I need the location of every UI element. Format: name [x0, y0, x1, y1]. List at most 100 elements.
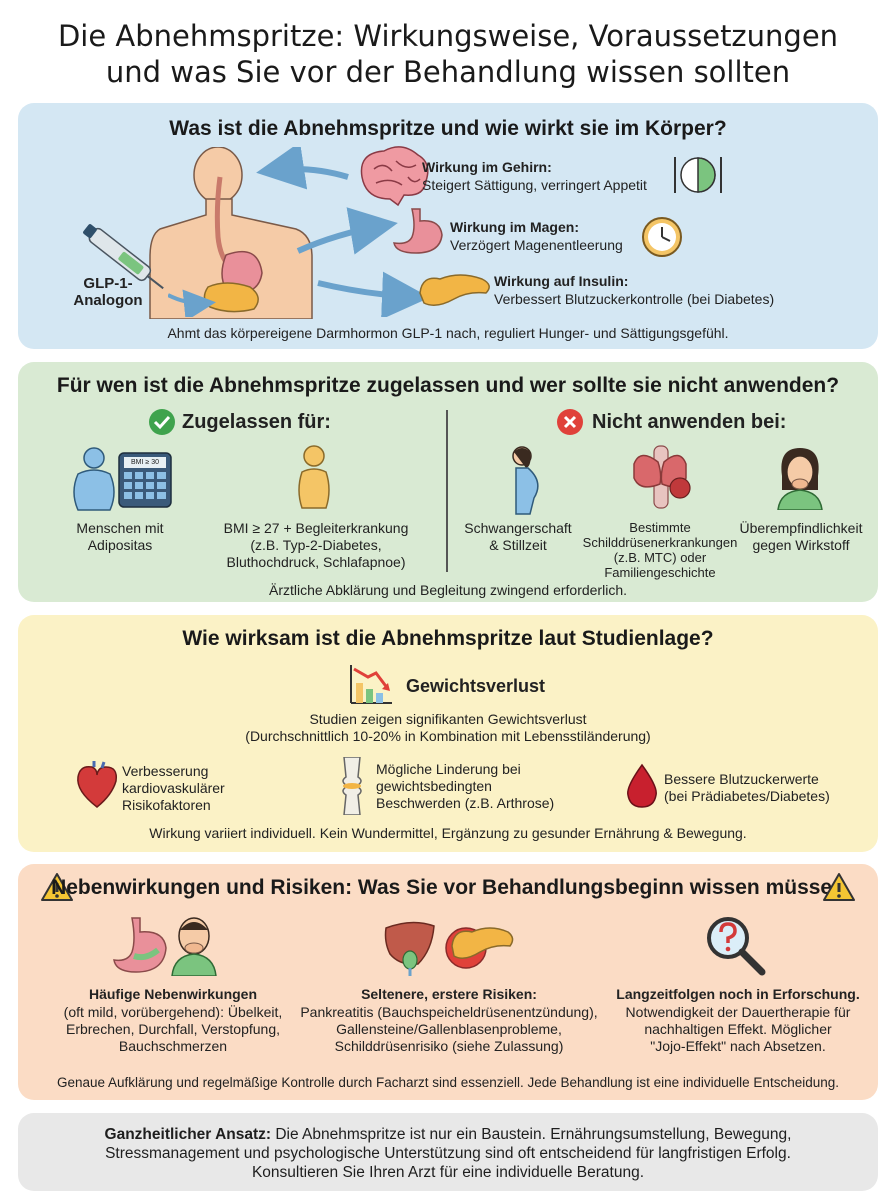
risk-common-title: Häufige Nebenwirkungen	[88, 986, 258, 1002]
bmi-screen: BMI ≥ 30	[131, 459, 159, 466]
risk-rare-title: Seltenere, erstere Risiken:	[361, 986, 537, 1002]
not-item-3-line-1: Überempfindlichkeit	[739, 520, 863, 536]
pen-label-line-1: GLP-1-	[83, 275, 133, 292]
risks-panel: Nebenwirkungen und Risiken: Was Sie vor …	[18, 864, 878, 1100]
pen-label-line-2: Analogon	[73, 292, 143, 309]
mechanism-panel: Was ist die Abnehmspritze und wie wirkt …	[18, 103, 878, 349]
not-item-1-line-1: Schwangerschaft	[464, 520, 572, 536]
benefit-1-line-3: Risikofaktoren	[122, 797, 211, 813]
not-item-3: Überempfindlichkeit gegen Wirkstoff	[736, 520, 866, 554]
risk-common-line-2: Erbrechen, Durchfall, Verstopfung,	[65, 1021, 280, 1037]
benefit-2-line-1: Mögliche Linderung bei	[376, 761, 521, 777]
risk-longterm-line-1: Notwendigkeit der Dauertherapie für	[625, 1004, 851, 1020]
column-divider	[446, 410, 448, 572]
efficacy-footer: Wirkung variiert individuell. Kein Wunde…	[149, 825, 747, 841]
insulin-title: Wirkung auf Insulin:	[494, 273, 629, 289]
holistic-line-2: Stressmanagement und psychologische Unte…	[105, 1145, 791, 1162]
risk-rare-line-3: Schilddrüsenrisiko (siehe Zulassung)	[334, 1038, 564, 1054]
eligibility-panel: Für wen ist die Abnehmspritze zugelassen…	[18, 362, 878, 602]
stomach-text: Verzögert Magenentleerung	[450, 237, 623, 253]
benefit-2: Mögliche Linderung bei gewichtsbedingten…	[376, 761, 554, 812]
not-item-2-line-3: (z.B. MTC) oder	[613, 550, 707, 565]
heart-icon	[77, 761, 118, 808]
mechanism-footer: Ahmt das körpereigene Darmhormon GLP-1 n…	[167, 325, 729, 341]
benefit-2-line-2: gewichtsbedingten	[376, 778, 492, 794]
efficacy-description-line-2: (Durchschnittlich 10-20% in Kombination …	[245, 728, 651, 744]
pancreas-icon	[419, 274, 490, 306]
knee-joint-icon	[342, 757, 362, 815]
benefit-1-line-1: Verbesserung	[122, 763, 209, 779]
approved-item-1-line-1: Menschen mit	[76, 520, 164, 536]
holistic-panel: Ganzheitlicher Ansatz: Die Abnehmspritze…	[18, 1113, 878, 1191]
efficacy-panel: Wie wirksam ist die Abnehmspritze laut S…	[18, 615, 878, 852]
calculator-icon	[118, 452, 172, 508]
brain-title: Wirkung im Gehirn:	[422, 159, 552, 175]
person-icon	[298, 445, 330, 509]
approved-item-1-line-2: Adipositas	[87, 537, 153, 553]
approved-item-2-line-3: Bluthochdruck, Schlafapnoe)	[226, 554, 406, 570]
pen-label: GLP-1- Analogon	[58, 275, 158, 309]
pancreas-icon	[445, 927, 514, 969]
efficacy-description-line-1: Studien zeigen signifikanten Gewichtsver…	[309, 711, 587, 727]
not-item-3-line-2: gegen Wirkstoff	[752, 537, 850, 553]
risk-longterm-line-3: "Jojo-Effekt" nach Absetzen.	[650, 1038, 826, 1054]
not-item-2-line-2: Schilddrüsenerkrankungen	[582, 535, 738, 550]
benefit-3: Bessere Blutzuckerwerte (bei Prädiabetes…	[664, 771, 830, 805]
brain-icon	[360, 146, 429, 207]
sick-woman-icon	[777, 448, 823, 510]
stomach-icon	[113, 917, 167, 973]
brain-text: Steigert Sättigung, verringert Appetit	[422, 177, 647, 193]
check-icon	[149, 409, 175, 435]
not-item-1-line-2: & Stillzeit	[489, 537, 547, 553]
stomach-title: Wirkung im Magen:	[450, 219, 579, 235]
efficacy-subheading: Gewichtsverlust	[406, 676, 546, 696]
plate-cutlery-icon	[674, 157, 722, 193]
holistic-text: Ganzheitlicher Ansatz: Die Abnehmspritze…	[18, 1125, 878, 1182]
risk-longterm-text: Notwendigkeit der Dauertherapie für nach…	[614, 1004, 862, 1055]
not-title: Nicht anwenden bei:	[592, 411, 787, 433]
approved-item-1: Menschen mit Adipositas	[40, 520, 200, 554]
person-icon	[73, 447, 115, 511]
risk-rare-line-2: Gallensteine/Gallenblasenprobleme,	[336, 1021, 562, 1037]
approved-item-2-line-2: (z.B. Typ-2-Diabetes,	[250, 537, 382, 553]
nausea-icon	[171, 917, 217, 976]
risk-rare-line-1: Pankreatitis (Bauchspeicheldrüsenentzünd…	[300, 1004, 598, 1020]
warning-icon	[41, 873, 73, 901]
blood-drop-icon	[627, 763, 657, 808]
holistic-lead: Ganzheitlicher Ansatz:	[104, 1126, 272, 1143]
chart-down-icon	[350, 665, 392, 704]
benefit-3-line-1: Bessere Blutzuckerwerte	[664, 771, 819, 787]
benefit-3-line-2: (bei Prädiabetes/Diabetes)	[664, 788, 830, 804]
risks-footer: Genaue Aufklärung und regelmäßige Kontro…	[57, 1075, 839, 1090]
clock-icon	[642, 217, 682, 257]
holistic-line-3: Konsultieren Sie Ihren Arzt für eine ind…	[251, 1164, 645, 1181]
benefit-1: Verbesserung kardiovaskulärer Risikofakt…	[122, 763, 225, 814]
approved-title: Zugelassen für:	[182, 411, 331, 433]
insulin-text: Verbessert Blutzuckerkontrolle (bei Diab…	[494, 291, 775, 307]
syringe-pen-icon	[83, 224, 164, 290]
thyroid-icon	[633, 445, 691, 509]
magnifier-question-icon	[707, 917, 766, 976]
risks-heading: Nebenwirkungen und Risiken: Was Sie vor …	[51, 876, 845, 899]
risk-longterm-title: Langzeitfolgen noch in Erforschung.	[616, 986, 860, 1002]
holistic-line-1: Ganzheitlicher Ansatz: Die Abnehmspritze…	[18, 1125, 878, 1144]
arrows-graphic	[168, 147, 428, 317]
pregnant-woman-icon	[512, 446, 539, 515]
not-item-1: Schwangerschaft & Stillzeit	[458, 520, 578, 554]
cross-icon	[557, 409, 583, 435]
benefit-1-line-2: kardiovaskulärer	[122, 780, 225, 796]
risk-common-line-3: Bauchschmerzen	[118, 1038, 228, 1054]
mechanism-heading: Was ist die Abnehmspritze und wie wirkt …	[169, 117, 727, 140]
stomach-icon	[393, 208, 443, 254]
risk-common-text: (oft mild, vorübergehend): Übelkeit, Erb…	[62, 1004, 284, 1055]
not-item-2: Bestimmte Schilddrüsenerkrankungen (z.B.…	[580, 520, 740, 580]
risk-longterm-line-2: nachhaltigen Effekt. Möglicher	[644, 1021, 832, 1037]
title-line-2: und was Sie vor der Behandlung wissen so…	[105, 55, 791, 89]
efficacy-description: Studien zeigen signifikanten Gewichtsver…	[18, 711, 878, 745]
holistic-line-1-text: Die Abnehmspritze ist nur ein Baustein. …	[271, 1126, 792, 1143]
not-item-2-line-1: Bestimmte	[629, 520, 691, 535]
warning-icon	[823, 873, 855, 901]
eligibility-heading: Für wen ist die Abnehmspritze zugelassen…	[56, 374, 840, 397]
eligibility-footer: Ärztliche Abklärung und Begleitung zwing…	[269, 582, 627, 598]
efficacy-heading: Wie wirksam ist die Abnehmspritze laut S…	[182, 627, 714, 650]
